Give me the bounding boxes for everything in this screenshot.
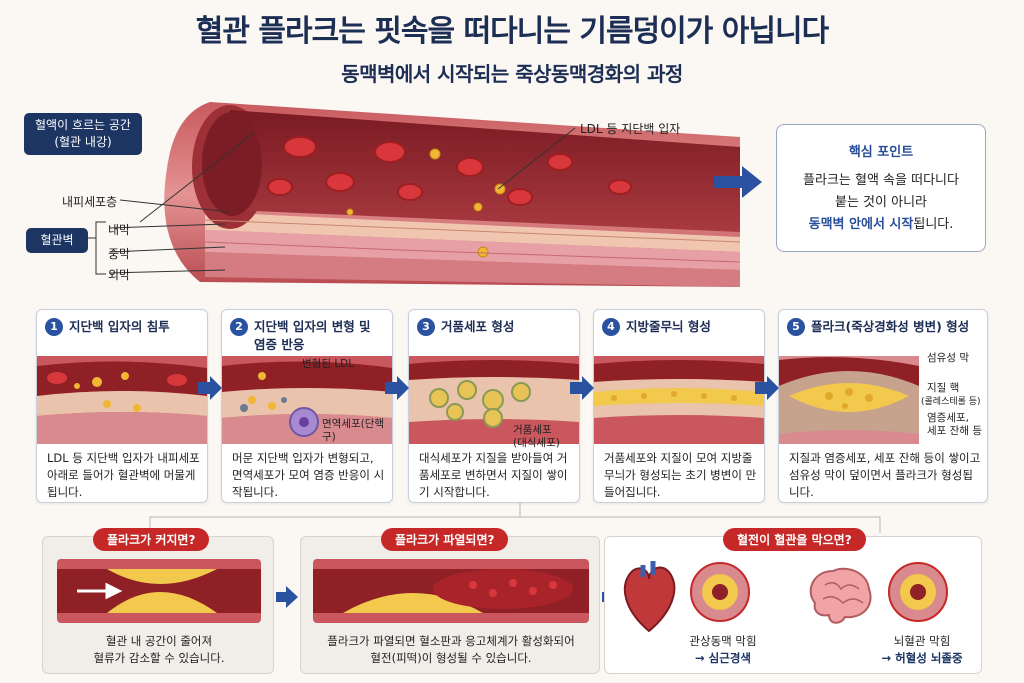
artery-illustration bbox=[109, 102, 741, 287]
ldl-particle-label: LDL 등 지단백 입자 bbox=[580, 122, 681, 136]
step-title: 지단백 입자의 침투 bbox=[69, 319, 170, 334]
step-title: 플라크(죽상경화성 병변) 형성 bbox=[811, 319, 970, 334]
step-number-badge: 4 bbox=[602, 318, 620, 336]
step2-illustration bbox=[222, 356, 392, 444]
brain-blockage-line1: 뇌혈관 막힘 bbox=[893, 634, 951, 648]
blockage-panel: 혈전이 혈관을 막으면? 관상동맥 막힘 → 심근경색 뇌혈관 막힘 → 허혈성… bbox=[604, 528, 982, 674]
page-subtitle: 동맥벽에서 시작되는 죽상동맥경화의 과정 bbox=[341, 62, 683, 86]
wall-bracket bbox=[88, 221, 106, 275]
plaque-grow-panel: 플라크가 커지면? 혈관 내 공간이 줄어져 혈류가 감소할 수 있습니다. bbox=[42, 528, 274, 674]
step-title: 지단백 입자의 변형 및 염증 반응 bbox=[254, 319, 371, 352]
inflam-cells-label: 염증세포, bbox=[927, 412, 969, 424]
step-description: 지질과 염증세포, 세포 잔해 등이 쌓이고 섬유성 막이 덮이면서 플라크가 … bbox=[789, 451, 981, 499]
lipid-core-sub-label: (콜레스테롤 등) bbox=[921, 397, 981, 407]
step-description: 거품세포와 지질이 모여 지방줄무늬가 형성되는 초기 병변이 만들어집니다. bbox=[604, 451, 757, 499]
step-number-badge: 3 bbox=[417, 318, 435, 336]
step-number-badge: 1 bbox=[45, 318, 63, 336]
ldl-particles bbox=[346, 148, 506, 258]
arrow-right-icon bbox=[755, 376, 779, 400]
grow-description: 혈관 내 공간이 줄어져 혈류가 감소할 수 있습니다. bbox=[93, 634, 225, 665]
adventitia-label: 외막 bbox=[108, 268, 131, 282]
narrowed-artery-illustration bbox=[57, 559, 261, 623]
step-card-1: 1 지단백 입자의 침투 LDL 등 지단백 입자가 내피세포 아래로 들어가 혈… bbox=[36, 309, 208, 503]
intima-layer bbox=[205, 212, 740, 252]
key-point-line1: 플라크는 혈액 속을 떠다니다 bbox=[803, 173, 959, 188]
connector-lines bbox=[149, 503, 881, 533]
step-title: 거품세포 형성 bbox=[441, 319, 515, 334]
adventitia-layer bbox=[205, 252, 740, 287]
grow-question-badge: 플라크가 커지면? bbox=[93, 528, 210, 551]
vessel-wall-label: 혈관벽 bbox=[26, 228, 88, 253]
blocked-coronary-icon bbox=[690, 562, 750, 622]
step-card-2: 2 지단백 입자의 변형 및 염증 반응 변형된 LDL 면역세포(단핵구) 머문… bbox=[221, 309, 393, 503]
media-label: 중막 bbox=[108, 247, 131, 261]
plaque-rupture-panel: 플라크가 파열되면? 플라크가 파열되면 혈소판과 응고체계가 활성화되어 혈전… bbox=[300, 528, 600, 674]
step-card-4: 4 지방줄무늬 형성 거품세포와 지질이 모여 지방줄무늬가 형성되는 초기 병변… bbox=[593, 309, 765, 503]
key-point-line3: 동맥벽 안에서 시작됩니다. bbox=[808, 217, 954, 232]
step-card-3: 3 거품세포 형성 거품세포 (대식세포) 대식세포가 지질을 받아들여 거품세포… bbox=[408, 309, 580, 503]
step1-illustration bbox=[37, 356, 207, 444]
step-title: 지방줄무늬 형성 bbox=[626, 319, 711, 334]
brain-icon bbox=[809, 567, 872, 624]
lipid-core-label: 지질 핵 bbox=[927, 382, 960, 394]
cell-debris-label: 세포 잔해 등 bbox=[927, 425, 982, 437]
red-blood-cells bbox=[267, 136, 632, 206]
artery-lumen bbox=[230, 110, 740, 232]
immune-cell-label: 면역세포(단핵구) bbox=[322, 418, 385, 443]
brain-blockage-line2: → 허혈성 뇌졸중 bbox=[881, 651, 963, 665]
arrow-right-icon bbox=[198, 376, 222, 400]
modified-ldl-label: 변형된 LDL bbox=[302, 358, 355, 370]
rupture-question-badge: 플라크가 파열되면? bbox=[381, 528, 509, 551]
arrow-right-icon bbox=[570, 376, 594, 400]
lumen-label: 혈액이 흐르는 공간 (혈관 내강) bbox=[24, 113, 142, 155]
step-description: 대식세포가 지질을 받아들여 거품세포로 변하면서 지질이 쌓이기 시작합니다. bbox=[419, 451, 568, 499]
step-number-badge: 2 bbox=[230, 318, 248, 336]
rupture-description: 플라크가 파열되면 혈소판과 응고체계가 활성화되어 혈전(피떡)이 형성될 수… bbox=[327, 634, 575, 665]
step5-illustration bbox=[779, 356, 919, 444]
key-point-heading: 핵심 포인트 bbox=[848, 145, 914, 160]
heart-icon bbox=[623, 561, 676, 633]
step-arrows bbox=[198, 376, 779, 400]
step4-illustration bbox=[594, 356, 764, 444]
step-description: LDL 등 지단백 입자가 내피세포 아래로 들어가 혈관벽에 머물게 됩니다. bbox=[47, 451, 200, 499]
key-point-box: 핵심 포인트 플라크는 혈액 속을 떠다니다 붙는 것이 아니라 동맥벽 안에서… bbox=[776, 124, 986, 252]
intima-label: 내막 bbox=[108, 223, 131, 237]
arrow-right-icon bbox=[385, 376, 409, 400]
step-number-badge: 5 bbox=[787, 318, 805, 336]
arrow-right-icon bbox=[276, 586, 298, 608]
heart-blockage-line1: 관상동맥 막힘 bbox=[689, 634, 757, 648]
step3-illustration bbox=[409, 356, 579, 444]
foam-cell-label: 거품세포 bbox=[513, 424, 552, 436]
heart-blockage-line2: → 심근경색 bbox=[695, 651, 751, 665]
step-card-5: 5 플라크(죽상경화성 병변) 형성 섬유성 막 지질 핵 (콜레스테롤 등) 염… bbox=[778, 309, 988, 503]
blockage-question-badge: 혈전이 혈관을 막으면? bbox=[723, 528, 866, 551]
blocked-cerebral-icon bbox=[888, 562, 948, 622]
page-title: 혈관 플라크는 핏속을 떠다니는 기름덩이가 아닙니다 bbox=[195, 14, 829, 49]
ruptured-plaque-illustration bbox=[313, 559, 589, 623]
key-point-line2: 붙는 것이 아니라 bbox=[835, 195, 927, 210]
macrophage-label: (대식세포) bbox=[513, 437, 560, 449]
media-layer bbox=[205, 230, 740, 270]
fibrous-cap-label: 섬유성 막 bbox=[927, 352, 969, 364]
arrow-right-icon bbox=[714, 166, 762, 198]
endothelium-label: 내피세포층 bbox=[62, 195, 118, 209]
step-description: 머문 지단백 입자가 변형되고, 면역세포가 모여 염증 반응이 시작됩니다. bbox=[232, 451, 385, 499]
